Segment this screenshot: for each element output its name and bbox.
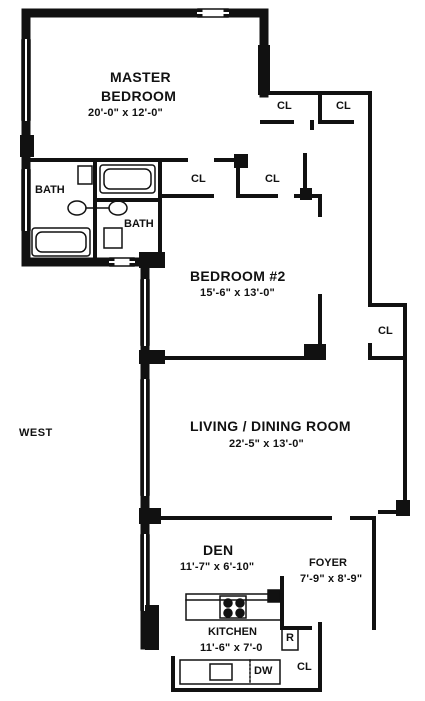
window-fill [25, 12, 229, 611]
closet-label-6: CL [297, 661, 312, 673]
living-dining-size: 22'-5" x 13'-0" [229, 438, 304, 450]
closet-label-3: CL [191, 173, 206, 185]
bedroom-2-size: 15'-6" x 13'-0" [200, 287, 275, 299]
bath-fixtures [31, 164, 156, 257]
east-walls [262, 91, 407, 630]
interior-walls [24, 91, 407, 692]
refrigerator-label: R [286, 632, 294, 644]
master-bedroom-title-line1: MASTER [110, 69, 171, 85]
foyer-size: 7'-9" x 8'-9" [300, 573, 363, 585]
den-title: DEN [203, 542, 234, 558]
master-bath-label: BATH [35, 184, 65, 196]
dishwasher-label: DW [254, 665, 273, 677]
windows [21, 8, 229, 611]
kitchen-title: KITCHEN [208, 626, 257, 638]
foyer-title: FOYER [309, 557, 347, 569]
second-bath-label: BATH [124, 218, 154, 230]
den-size: 11'-7" x 6'-10" [180, 561, 255, 573]
kitchen-fixtures [179, 589, 299, 685]
master-bedroom-size: 20'-0" x 12'-0" [88, 107, 163, 119]
bedroom-2-title: BEDROOM #2 [190, 268, 286, 284]
kitchen-size: 11'-6" x 7'-0 [200, 642, 263, 654]
closet-label-4: CL [265, 173, 280, 185]
compass-west: WEST [19, 427, 53, 439]
columns [20, 45, 410, 650]
closet-label-5: CL [378, 325, 393, 337]
closet-label-1: CL [277, 100, 292, 112]
living-dining-title: LIVING / DINING ROOM [190, 418, 351, 434]
master-bedroom-title-line2: BEDROOM [101, 88, 177, 104]
closet-label-2: CL [336, 100, 351, 112]
